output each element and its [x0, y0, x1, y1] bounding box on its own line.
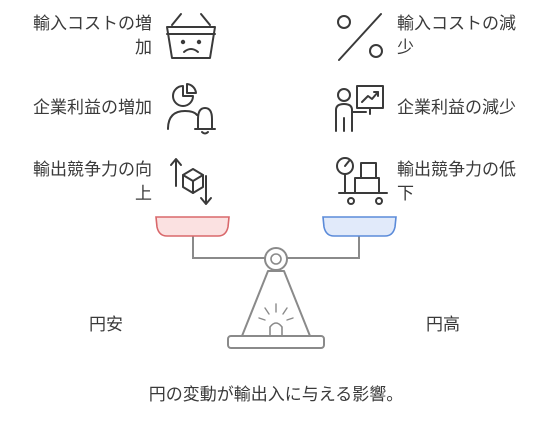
- right-item-label: 輸出競争力の低下: [397, 160, 516, 204]
- right-item-label: 輸入コストの減少: [397, 14, 516, 58]
- stand-ornament: [269, 322, 283, 336]
- right-pan-label: 円高: [426, 315, 460, 335]
- left-item-profit-increase: 企業利益の増加: [12, 96, 152, 120]
- diagram-caption: 円の変動が輸出入に与える影響。: [148, 385, 404, 405]
- gauge-cart-boxes-icon: [336, 157, 388, 205]
- user-pie-chart-bell-icon: [167, 83, 216, 135]
- left-pan: [155, 216, 230, 237]
- right-pan: [322, 216, 397, 237]
- scale-pivot-inner: [270, 253, 282, 265]
- right-item-label: 企業利益の減少: [397, 98, 516, 118]
- left-item-export-competitiveness-up: 輸出競争力の向上: [12, 158, 152, 206]
- stand-rays: [258, 303, 294, 321]
- percent-icon: [337, 13, 383, 61]
- cube-arrows-icon: [170, 158, 212, 205]
- left-pan-label: 円安: [89, 315, 123, 335]
- right-item-profit-decrease: 企業利益の減少: [397, 96, 547, 120]
- left-item-label: 輸出競争力の向上: [33, 160, 152, 204]
- left-item-label: 企業利益の増加: [33, 98, 152, 118]
- left-item-label: 輸入コストの増加: [33, 14, 152, 58]
- right-item-import-cost-decrease: 輸入コストの減少: [397, 12, 547, 60]
- right-item-export-competitiveness-down: 輸出競争力の低下: [397, 158, 547, 206]
- scale-base: [227, 335, 325, 349]
- presenter-chart-icon: [335, 85, 384, 132]
- shopping-basket-sad-icon: [166, 13, 216, 59]
- left-item-import-cost-increase: 輸入コストの増加: [12, 12, 152, 60]
